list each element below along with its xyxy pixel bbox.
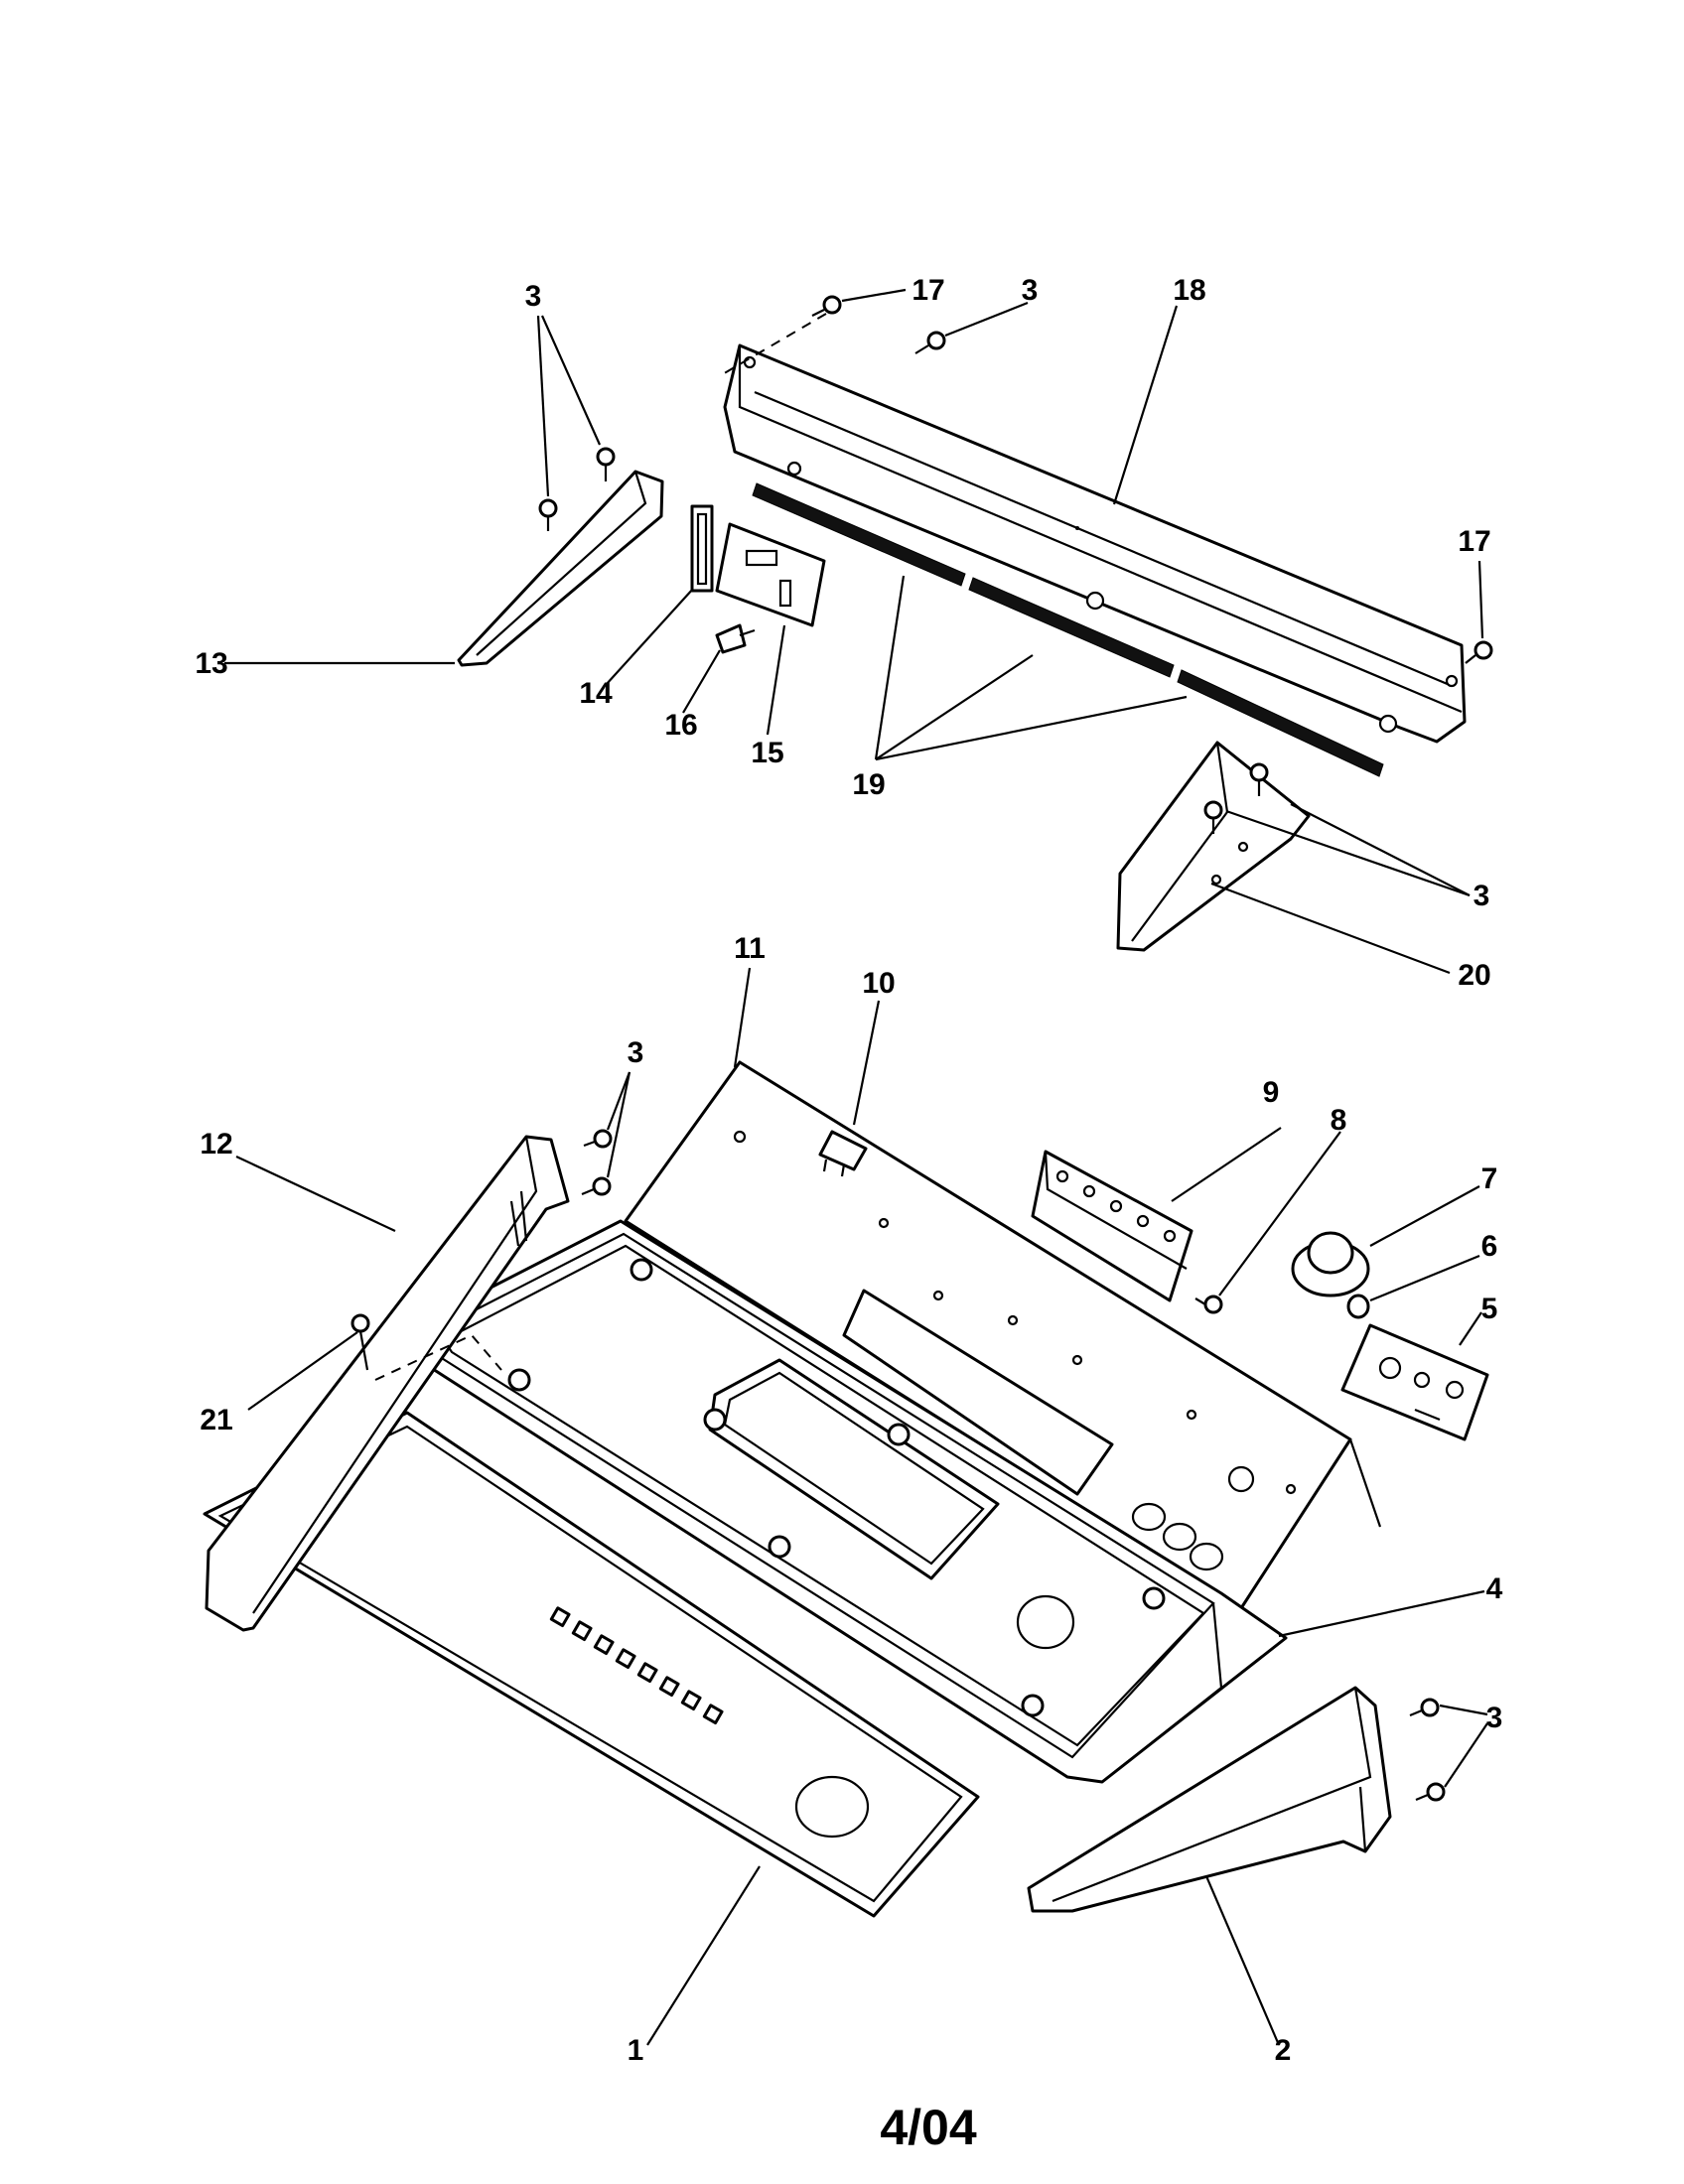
circuit-board-part-15 [715,522,826,627]
connector-part-14 [690,504,714,593]
callout-11: 11 [734,932,766,965]
screw-icon [914,331,946,354]
screw-icon [811,295,842,317]
console-panel-part-11 [624,1060,1382,1610]
callout-17: 17 [1458,525,1490,558]
callout-16: 16 [664,709,697,742]
callout-18: 18 [1173,274,1205,307]
callout-3: 3 [1022,274,1039,307]
callout-labels: 3 17 3 18 17 13 14 16 15 19 3 20 11 10 3… [195,274,1502,2067]
seal-strips-part-19 [752,482,1384,777]
rear-bracket-part-18 [723,343,1467,744]
callout-13: 13 [195,647,227,680]
screw-icon [583,1129,613,1149]
callout-4: 4 [1486,1572,1503,1605]
callout-17: 17 [912,274,944,307]
right-end-cap-part-20 [1116,741,1311,952]
callout-21: 21 [200,1404,232,1436]
screw-icon [351,1313,370,1371]
spacer-part-6 [1346,1294,1370,1319]
grommets [507,1258,1166,1717]
left-end-cap-part-13 [457,470,664,667]
page-code: 4/04 [880,2100,977,2155]
callout-3: 3 [1486,1702,1503,1734]
screw-icon [596,447,616,481]
callout-8: 8 [1331,1104,1347,1137]
leader-lines [224,288,1488,2046]
callout-7: 7 [1481,1162,1498,1195]
callout-6: 6 [1481,1230,1498,1263]
button-squares [549,1606,724,1725]
screw-part-8 [1194,1295,1223,1314]
callout-19: 19 [852,768,885,801]
callout-2: 2 [1275,2034,1292,2067]
callout-9: 9 [1263,1076,1280,1109]
screw-icon [581,1176,612,1196]
screws-bottom [351,1129,1446,1802]
callout-20: 20 [1458,959,1490,992]
callout-5: 5 [1481,1293,1498,1325]
left-end-cap-part-12 [205,1135,570,1632]
knob-part-7 [1291,1231,1370,1297]
screw-icon [1465,640,1493,664]
screw-icon [1415,1782,1446,1802]
callout-3: 3 [525,280,542,313]
callout-10: 10 [862,967,895,1000]
standoff-part-16 [715,623,756,654]
callout-3: 3 [1474,880,1490,912]
switch-block-part-9 [1031,1150,1193,1302]
screw-icon [538,498,558,531]
screw-icon [1203,800,1223,834]
screw-icon [1249,762,1269,796]
bezel-part-4 [415,1219,1288,1784]
callout-12: 12 [200,1128,232,1160]
callout-3: 3 [628,1036,644,1069]
callout-14: 14 [579,677,613,710]
control-part-5 [1340,1323,1489,1441]
switch-part-10 [818,1130,868,1177]
callout-1: 1 [628,2034,644,2067]
right-end-cap-part-2 [1027,1686,1392,1913]
screw-icon [1409,1698,1440,1717]
screws-top [538,295,1493,834]
callout-15: 15 [751,737,783,769]
